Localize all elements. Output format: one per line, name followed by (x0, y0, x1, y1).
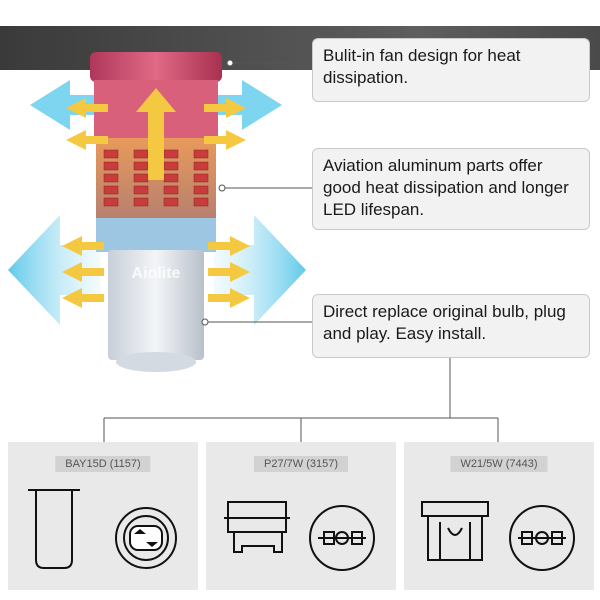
callout-connectors (103, 59, 499, 442)
base-panel-bay15d: BAY15D (1157) (8, 442, 198, 590)
side-yellow-arrows-icon (62, 98, 250, 308)
bay15d-diagram-icon (28, 489, 177, 569)
bulb-base (108, 250, 204, 360)
callout-fan: Bulit-in fan design for heat dissipation… (312, 38, 590, 102)
left-blue-arrow-icon (8, 215, 100, 325)
right-blue-arrow-icon (214, 215, 306, 325)
bulb-cap (90, 52, 222, 82)
base-panel-p27: P27/7W (3157) (206, 442, 396, 590)
base-panel-w21: W21/5W (7443) (404, 442, 594, 590)
callout-aluminum: Aviation aluminum parts offer good heat … (312, 148, 590, 230)
base-label: W21/5W (7443) (450, 456, 548, 472)
p27-diagram-icon (224, 501, 375, 571)
w21-diagram-icon (421, 501, 575, 571)
base-label: BAY15D (1157) (55, 456, 151, 472)
brand-watermark: Aiolite (132, 265, 181, 282)
left-upper-arrow-icon (30, 80, 100, 130)
up-arrow-icon (136, 88, 176, 180)
right-upper-arrow-icon (212, 80, 282, 130)
callout-replace: Direct replace original bulb, plug and p… (312, 294, 590, 358)
base-label: P27/7W (3157) (254, 456, 348, 472)
